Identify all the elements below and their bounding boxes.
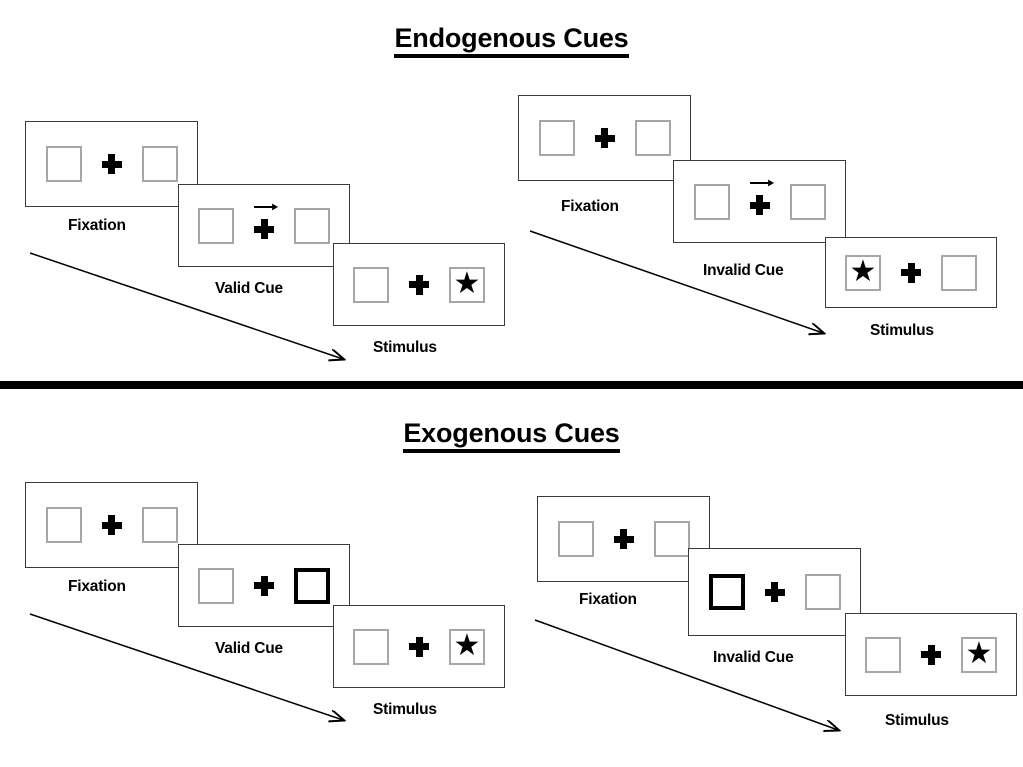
trial-panel-fixation[interactable] [518, 95, 691, 181]
fixation-cross-wrap [592, 118, 618, 158]
star-target-icon: ★ [849, 254, 877, 288]
fixation-cross-wrap [251, 566, 277, 606]
fixation-cross-wrap [762, 572, 788, 612]
fixation-cross-icon [101, 154, 122, 174]
fixation-cross-wrap [406, 627, 432, 667]
panel-label-fixation: Fixation [68, 217, 126, 234]
right-placeholder-box [804, 574, 841, 610]
sequence-arrow-endogenous-valid [29, 252, 355, 368]
right-placeholder-box [634, 120, 671, 156]
left-placeholder-box [538, 120, 575, 156]
left-placeholder-box [353, 266, 389, 303]
trial-panel-invalid-cue[interactable] [673, 160, 846, 243]
panel-label-invalid-cue: Invalid Cue [713, 649, 794, 666]
trial-panel-stimulus[interactable]: ★ [333, 243, 505, 326]
section-title-endogenous: Endogenous Cues [0, 23, 1023, 58]
left-placeholder-box [45, 507, 82, 543]
right-placeholder-box [141, 146, 178, 182]
fixation-cross-icon [409, 274, 429, 295]
trial-panel-stimulus[interactable]: ★ [333, 605, 505, 688]
panel-label-fixation: Fixation [68, 578, 126, 595]
left-placeholder-box [865, 636, 901, 673]
section-title-exogenous: Exogenous Cues [0, 418, 1023, 453]
arrow-right-cue-icon [749, 179, 774, 186]
left-cue-box-highlighted [708, 574, 745, 610]
fixation-cross-icon [254, 575, 274, 596]
fixation-cross-icon [921, 644, 941, 665]
star-target-icon: ★ [453, 266, 481, 300]
sequence-arrow-exogenous-valid [29, 613, 355, 729]
panel-label-fixation: Fixation [561, 198, 619, 215]
section-title-endogenous-text: Endogenous Cues [394, 23, 629, 58]
panel-label-stimulus: Stimulus [373, 701, 437, 718]
trial-panel-stimulus[interactable]: ★ [825, 237, 997, 308]
left-target-box: ★ [845, 254, 881, 291]
left-placeholder-box [45, 146, 82, 182]
section-endogenous: Endogenous Cues Fixation [0, 0, 1023, 383]
fixation-cross-wrap [99, 144, 125, 184]
fixation-cross-icon [764, 582, 785, 602]
section-divider [0, 381, 1023, 389]
trial-panel-stimulus[interactable]: ★ [845, 613, 1017, 696]
fixation-cross-wrap [611, 519, 637, 559]
panel-label-stimulus: Stimulus [373, 339, 437, 356]
fixation-cross-icon [254, 219, 274, 239]
left-placeholder-box [353, 628, 389, 665]
right-placeholder-box [789, 183, 826, 220]
right-target-box: ★ [449, 628, 485, 665]
fixation-cross-icon [101, 515, 122, 535]
fixation-cross-wrap [406, 265, 432, 305]
section-exogenous: Exogenous Cues Fixation Valid [0, 392, 1023, 767]
left-placeholder-box [693, 183, 730, 220]
fixation-cross-wrap [99, 505, 125, 545]
right-placeholder-box [941, 254, 977, 291]
star-target-icon: ★ [453, 628, 481, 662]
star-target-icon: ★ [965, 636, 993, 670]
right-cue-box-highlighted [294, 567, 330, 604]
panel-label-stimulus: Stimulus [870, 322, 934, 339]
section-title-exogenous-text: Exogenous Cues [403, 418, 620, 453]
panel-label-valid-cue: Valid Cue [215, 640, 283, 657]
panel-label-valid-cue: Valid Cue [215, 280, 283, 297]
sequence-arrow-endogenous-invalid [529, 230, 835, 343]
fixation-cross-wrap [898, 253, 924, 293]
fixation-cross-icon [901, 262, 921, 283]
panel-label-stimulus: Stimulus [885, 712, 949, 729]
right-placeholder-box [653, 521, 690, 557]
panel-label-invalid-cue: Invalid Cue [703, 262, 784, 279]
trial-panel-valid-cue[interactable] [178, 184, 350, 267]
trial-panel-valid-cue[interactable] [178, 544, 350, 627]
trial-panel-fixation[interactable] [25, 482, 198, 568]
fixation-cross-wrap [251, 203, 279, 246]
left-placeholder-box [198, 567, 234, 604]
right-placeholder-box [294, 207, 330, 244]
right-target-box: ★ [449, 266, 485, 303]
fixation-cross-wrap [747, 179, 774, 222]
arrow-right-cue-icon [254, 203, 279, 210]
fixation-cross-wrap [918, 635, 944, 675]
left-placeholder-box [557, 521, 594, 557]
fixation-cross-icon [613, 529, 634, 549]
right-target-box: ★ [961, 636, 997, 673]
panel-label-fixation: Fixation [579, 591, 637, 608]
right-placeholder-box [141, 507, 178, 543]
sequence-arrow-exogenous-invalid [534, 619, 850, 738]
fixation-cross-icon [594, 128, 615, 148]
left-placeholder-box [198, 207, 234, 244]
fixation-cross-icon [749, 195, 770, 215]
trial-panel-fixation[interactable] [25, 121, 198, 207]
fixation-cross-icon [409, 636, 429, 657]
trial-panel-fixation[interactable] [537, 496, 710, 582]
trial-panel-invalid-cue[interactable] [688, 548, 861, 636]
